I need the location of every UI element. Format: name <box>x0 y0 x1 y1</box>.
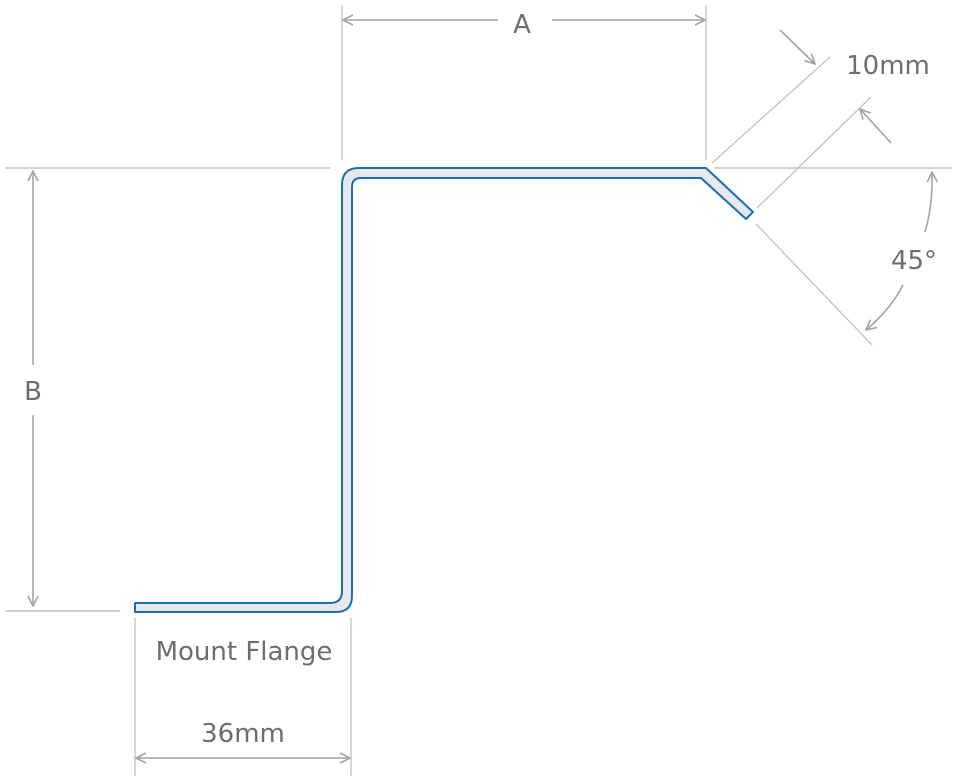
extension-lines <box>5 5 952 776</box>
extension-line-lip-inner <box>756 96 872 209</box>
lip-width-label: 10mm <box>846 51 930 81</box>
angle-label: 45° <box>891 246 937 276</box>
angle-arrow-bottom <box>866 284 904 330</box>
lip-width-arrow-inner <box>860 109 892 144</box>
reference-line-angle <box>755 223 873 346</box>
extension-line-lip-outer <box>711 56 831 164</box>
mount-flange-label: Mount Flange <box>156 637 333 667</box>
z-profile-shape <box>134 167 754 613</box>
angle-arrow-top <box>924 172 932 233</box>
dimension-b-label: B <box>24 377 42 407</box>
flange-width-label: 36mm <box>201 719 285 749</box>
dimension-a-label: A <box>513 10 531 40</box>
lip-width-arrow-outer <box>779 29 815 64</box>
